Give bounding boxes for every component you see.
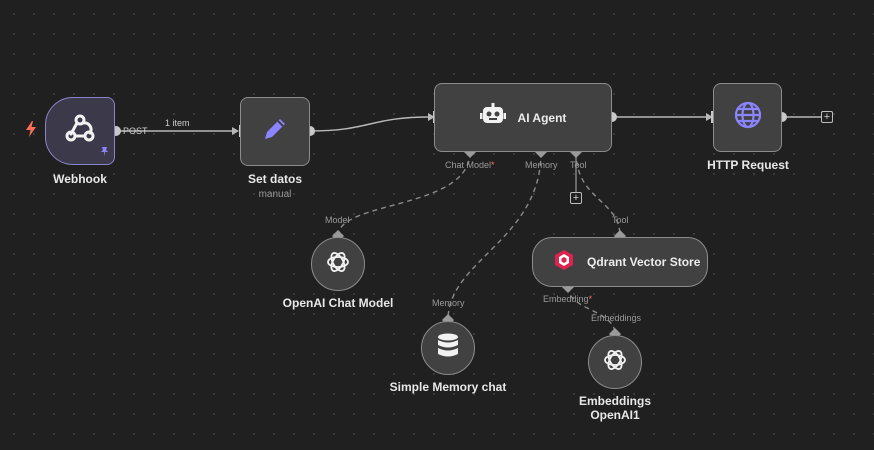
add-node-button[interactable]: +: [821, 111, 833, 123]
qdrant-icon: [555, 249, 573, 275]
set-datos-sublabel: manual: [258, 189, 292, 200]
embeddings-port-label: Embeddings: [591, 313, 642, 323]
wire-chat-model[interactable]: [337, 151, 471, 237]
embeddings-label-line1: Embeddings: [578, 394, 651, 408]
pin-icon: [99, 144, 110, 162]
arrow-set-input: [232, 127, 239, 135]
webhook-label: Webhook: [53, 172, 107, 186]
simple-memory-label: Simple Memory chat: [389, 380, 507, 394]
set-datos-node[interactable]: [240, 97, 310, 166]
arrow-agent-input: [428, 113, 435, 121]
qdrant-label: Qdrant Vector Store: [587, 255, 701, 269]
embeddings-openai-node[interactable]: [588, 335, 642, 389]
item-count-label: 1 item: [165, 118, 190, 128]
qdrant-vector-store-node[interactable]: Qdrant Vector Store: [532, 237, 708, 287]
embeddings-label-line2: OpenAI1: [590, 408, 640, 422]
http-input-handle[interactable]: [711, 111, 714, 123]
globe-icon: [733, 100, 763, 135]
database-icon: [437, 333, 459, 364]
tool-port-label: Tool: [612, 215, 629, 225]
webhook-method-label: POST: [123, 126, 148, 136]
wire-embeddings[interactable]: [567, 286, 616, 335]
add-tool-button[interactable]: +: [570, 192, 582, 204]
webhook-node[interactable]: [45, 97, 115, 165]
memory-port-label: Memory: [432, 298, 465, 308]
webhook-icon: [63, 112, 97, 151]
pencil-icon: [260, 114, 290, 149]
lightning-bolt-icon: [25, 121, 37, 141]
wire-memory[interactable]: [447, 151, 542, 321]
openai-icon: [325, 249, 351, 280]
ai-agent-label: AI Agent: [517, 110, 567, 125]
simple-memory-node[interactable]: [421, 321, 475, 375]
wire-set-to-agent[interactable]: [309, 116, 431, 132]
model-port-label: Model: [325, 215, 350, 225]
qdrant-embedding-port-label: Embedding*: [543, 294, 593, 304]
http-request-node[interactable]: [713, 83, 782, 152]
http-request-label: HTTP Request: [707, 158, 789, 172]
set-datos-label: Set datos: [247, 172, 302, 186]
arrow-http-input: [706, 113, 713, 121]
agent-tool-port-label: Tool: [570, 160, 587, 170]
agent-memory-port-label: Memory: [525, 160, 558, 170]
agent-chat-model-port-label: Chat Model*: [445, 160, 495, 170]
openai-chat-model-node[interactable]: [311, 237, 365, 291]
robot-icon: [479, 103, 506, 132]
ai-agent-node[interactable]: AI Agent: [434, 83, 612, 152]
openai-chat-model-label: OpenAI Chat Model: [282, 296, 394, 310]
openai-icon: [602, 347, 628, 378]
